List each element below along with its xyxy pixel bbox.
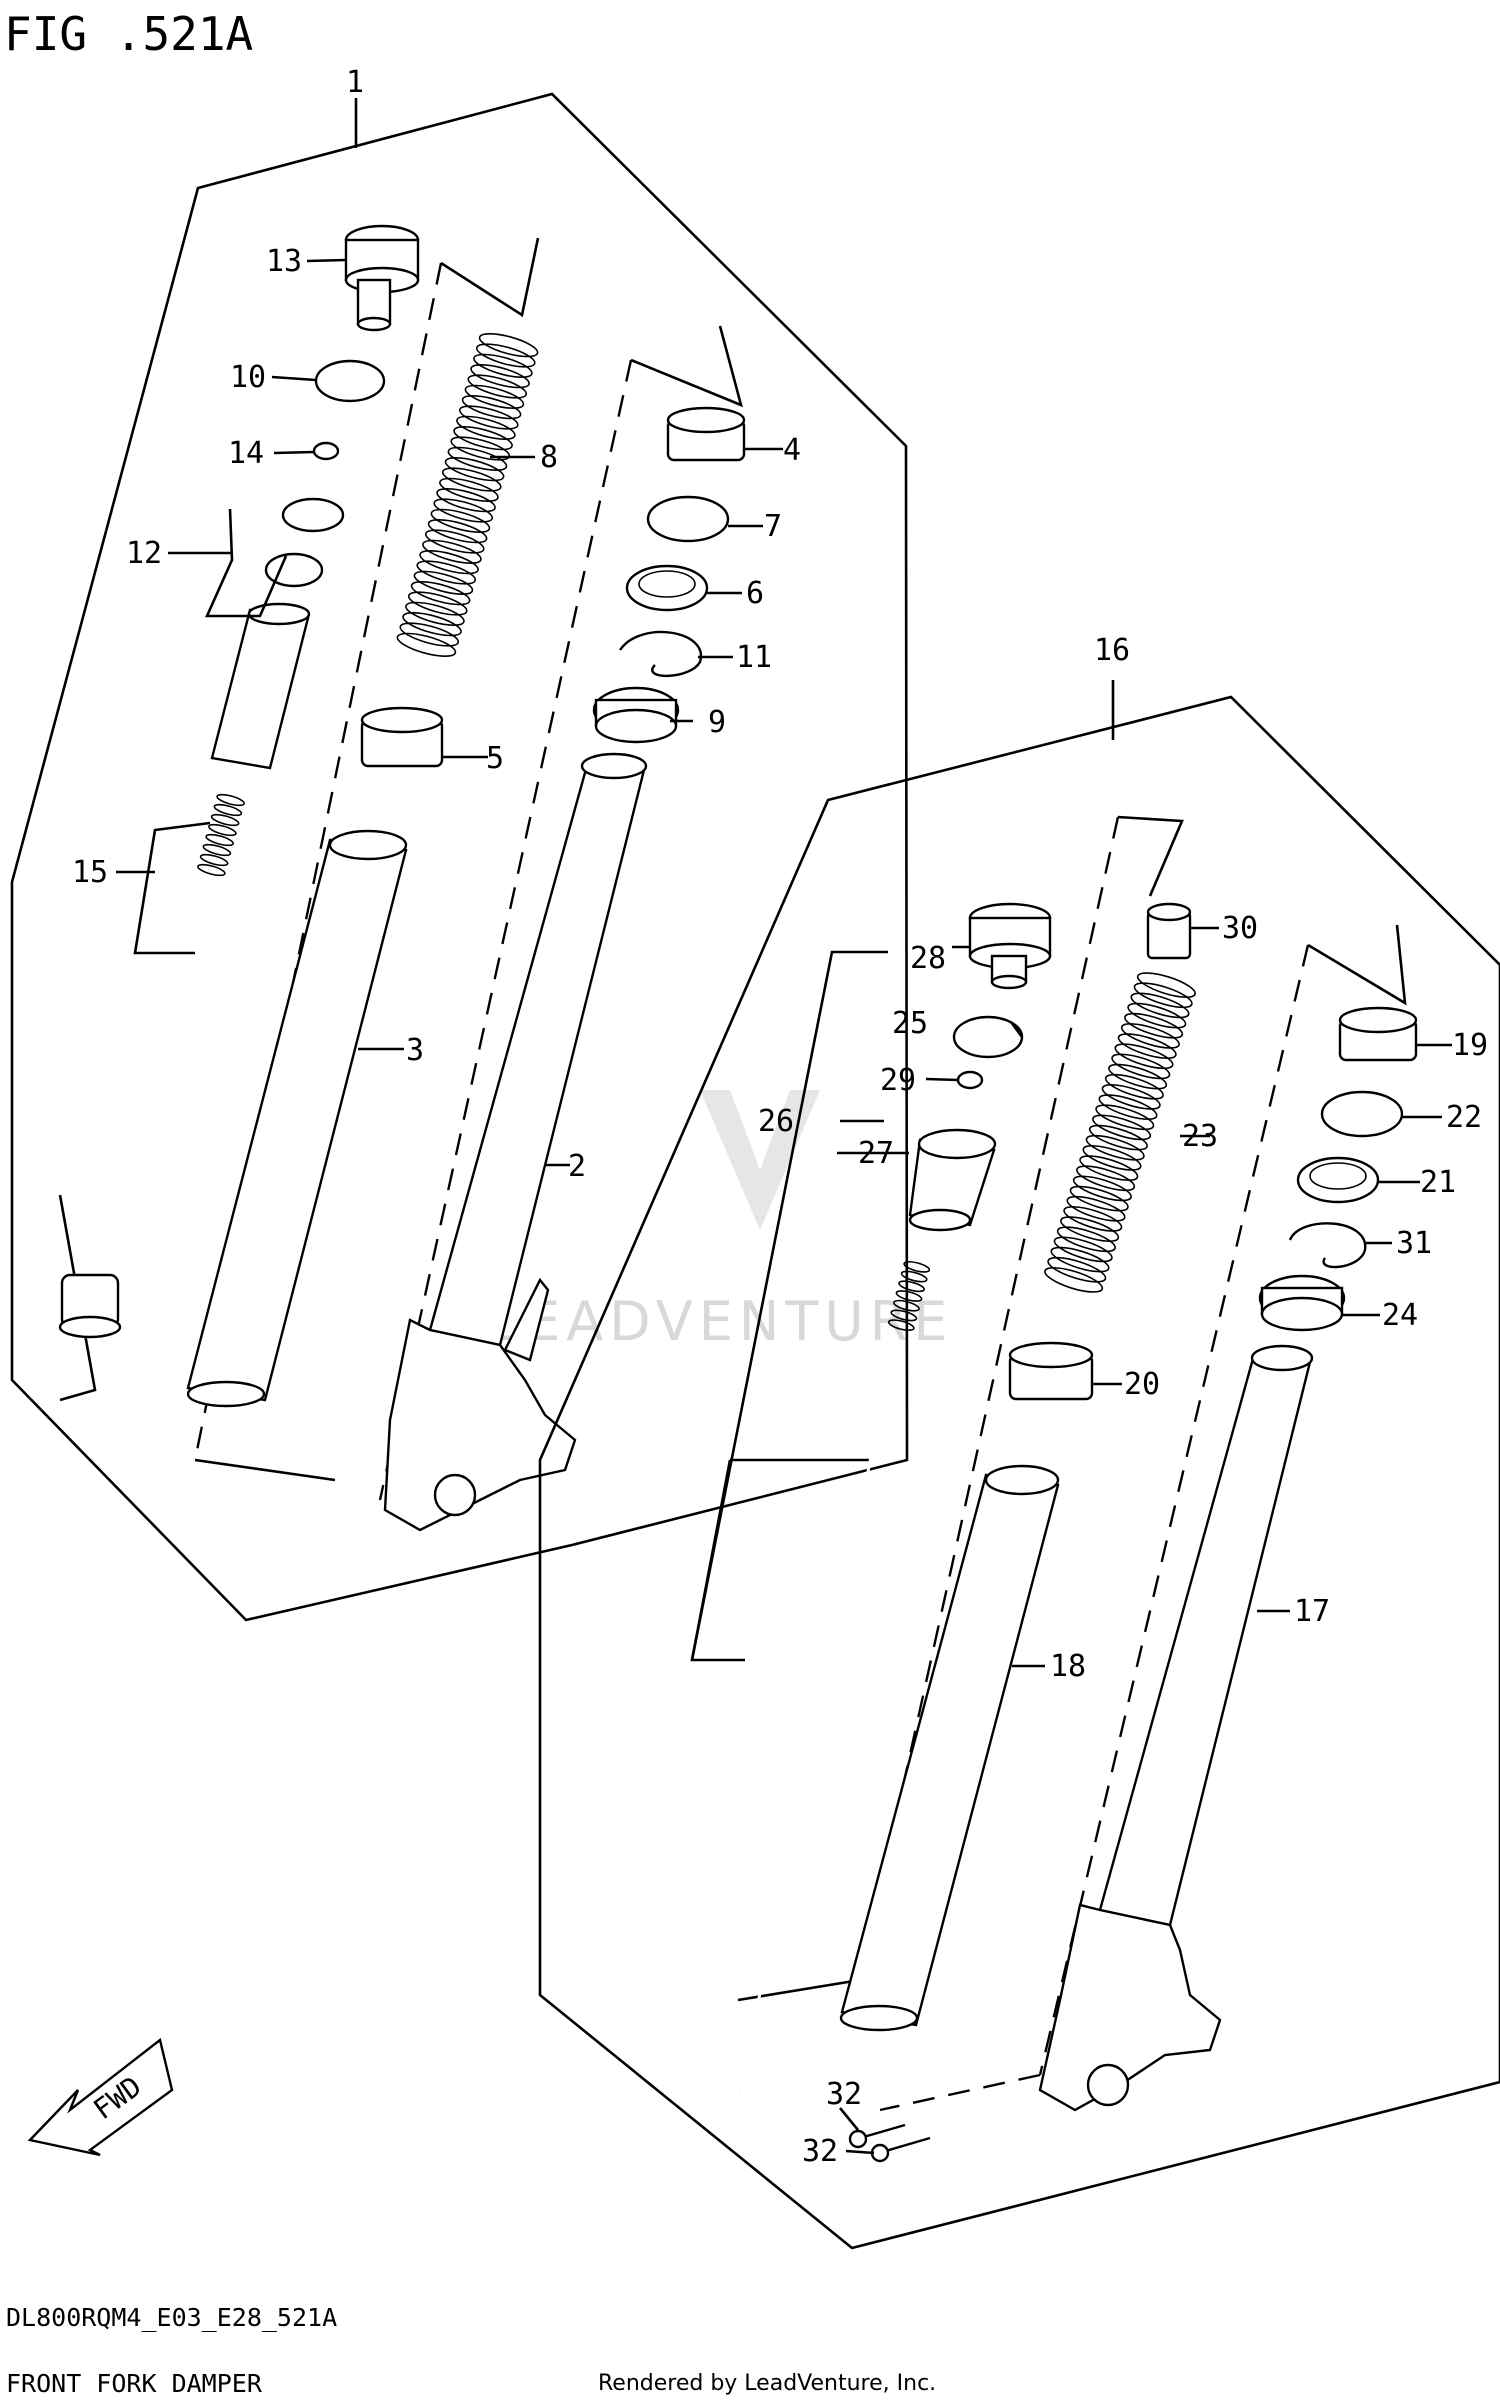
part-inner-tube-18 <box>839 1464 1060 2032</box>
callout-18: 18 <box>1050 1649 1086 1684</box>
part-oil-seal-21 <box>1296 1156 1380 1204</box>
callout-12: 12 <box>126 536 162 571</box>
part-bolt-32a <box>848 2123 906 2149</box>
callout-6: 6 <box>746 576 764 611</box>
part-bolt-32b <box>870 2136 931 2163</box>
model-code: DL800RQM4_E03_E28_521A <box>6 2303 337 2332</box>
part-damper-rod-15 <box>58 884 202 1339</box>
callout-24: 24 <box>1382 1298 1418 1333</box>
part-washer-7 <box>646 495 730 543</box>
figure-caption: FRONT FORK DAMPER <box>6 2369 263 2398</box>
part-oil-seal-6 <box>625 564 709 612</box>
callout-32b: 32 <box>802 2134 838 2169</box>
callout-15: 15 <box>72 855 108 890</box>
part-washer-12 <box>264 552 324 588</box>
part-nut-30 <box>1146 902 1192 960</box>
part-dust-seal-9 <box>592 686 680 744</box>
callout-5: 5 <box>486 741 504 776</box>
callout-20: 20 <box>1124 1367 1160 1402</box>
callout-16: 16 <box>1094 633 1130 668</box>
callout-4: 4 <box>783 433 801 468</box>
callout-25: 25 <box>892 1006 928 1041</box>
fwd-arrow-icon: FWD <box>27 2037 174 2157</box>
part-rod-26 <box>738 1364 892 2091</box>
part-rebound-spring-26 <box>887 1260 931 1332</box>
callout-32a: 32 <box>826 2077 862 2112</box>
part-stopper-ring-11 <box>619 630 703 678</box>
part-rebound-spring-15 <box>197 793 245 877</box>
part-nut-29 <box>956 1070 984 1090</box>
callout-30: 30 <box>1222 911 1258 946</box>
part-cap-bolt <box>344 224 420 332</box>
callout-21: 21 <box>1420 1165 1456 1200</box>
watermark-text: LEADVENTURE <box>490 1290 953 1353</box>
callout-28: 28 <box>910 941 946 976</box>
callout-8: 8 <box>540 440 558 475</box>
callout-labels: 1 2 3 4 5 6 7 8 9 10 11 12 13 14 15 16 1… <box>72 65 1488 2169</box>
callout-3: 3 <box>406 1033 424 1068</box>
callout-27: 27 <box>858 1136 894 1171</box>
part-sleeve-12 <box>210 602 311 770</box>
part-washer-22 <box>1320 1090 1404 1138</box>
figure-title: FIG .521A <box>4 7 253 61</box>
leader-lines <box>116 98 1452 2155</box>
part-outer-tube-17 <box>1038 1344 1314 2112</box>
part-spring-23 <box>1044 972 1196 1293</box>
part-spring-8 <box>396 333 539 657</box>
part-collar-27 <box>908 1128 997 1232</box>
callout-14: 14 <box>228 436 264 471</box>
callout-22: 22 <box>1446 1100 1482 1135</box>
part-outer-tube-2 <box>383 752 648 1532</box>
watermark: LEADVENTURE <box>490 1090 953 1353</box>
part-bushing-19 <box>1338 1006 1418 1062</box>
part-bushing-5 <box>360 706 444 768</box>
part-cap-28 <box>968 902 1052 990</box>
part-nut-14 <box>312 441 340 461</box>
callout-2: 2 <box>568 1149 586 1184</box>
part-bushing-20 <box>1008 1341 1094 1401</box>
callout-31: 31 <box>1396 1226 1432 1261</box>
callout-9: 9 <box>708 705 726 740</box>
assembly-right-outline <box>538 695 1500 2250</box>
callout-23: 23 <box>1182 1119 1218 1154</box>
callout-10: 10 <box>230 360 266 395</box>
part-inner-tube-3 <box>186 829 408 1408</box>
callout-19: 19 <box>1452 1028 1488 1063</box>
part-stopper-ring-31 <box>1288 1222 1367 1269</box>
part-o-ring-10 <box>314 359 386 403</box>
callout-11: 11 <box>736 640 772 675</box>
callout-13: 13 <box>266 244 302 279</box>
callout-29: 29 <box>880 1063 916 1098</box>
part-dust-seal-24 <box>1258 1274 1346 1332</box>
part-bushing-4 <box>666 406 746 462</box>
callout-26: 26 <box>758 1104 794 1139</box>
callout-17: 17 <box>1294 1594 1330 1629</box>
part-clip-12 <box>281 497 345 533</box>
callout-7: 7 <box>764 509 782 544</box>
render-credit: Rendered by LeadVenture, Inc. <box>598 2371 936 2396</box>
assembly-left-outline <box>10 92 909 1622</box>
assembly-right-groups <box>690 815 1407 2112</box>
callout-1: 1 <box>346 65 364 100</box>
